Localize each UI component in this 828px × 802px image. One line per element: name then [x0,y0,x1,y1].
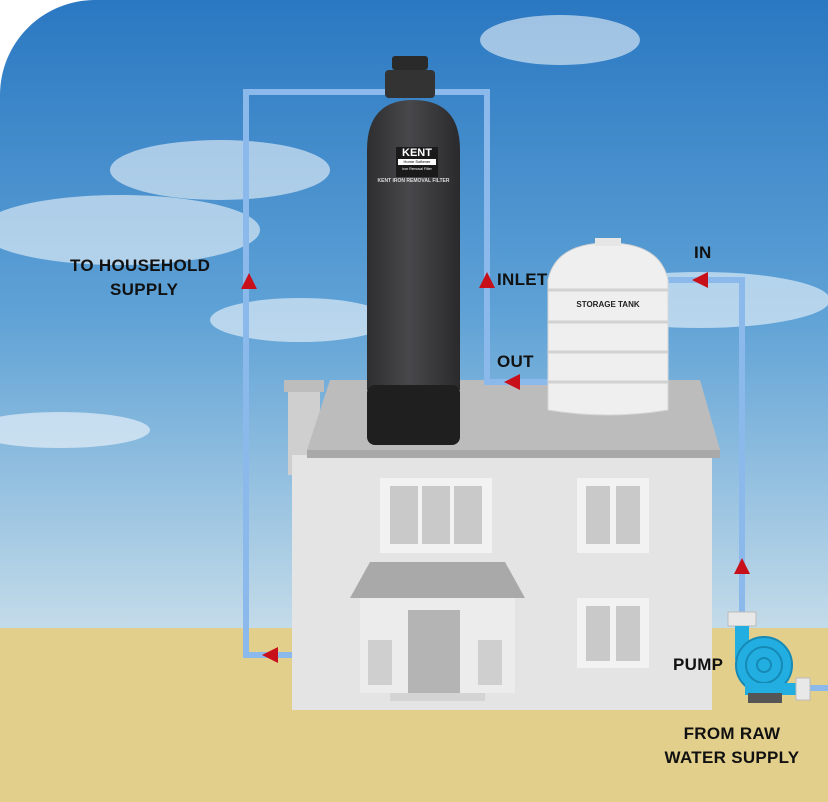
arrow-left-icon [262,647,278,663]
storage-tank [547,238,669,416]
label-to-household-supply: TO HOUSEHOLD SUPPLY [70,254,210,302]
filter-subtitle: Iron Removal Filter [402,167,432,171]
label-inlet: INLET [497,270,548,289]
house [284,380,720,710]
filter-brand-label: KENT Home Softener Iron Removal Filter [396,147,438,173]
brand-logo: KENT [402,147,432,159]
arrow-up-icon [479,272,495,288]
door [408,610,460,693]
storage-tank-label: STORAGE TANK [576,300,640,309]
filter-name: KENT IRON REMOVAL FILTER [377,178,450,184]
arrow-left-icon [692,272,708,288]
label-line: TO HOUSEHOLD [70,256,211,275]
label-raw-water-supply: FROM RAW WATER SUPPLY [662,722,802,770]
pump [727,611,811,703]
label-in: IN [694,243,712,262]
label-out: OUT [497,352,534,371]
label-line: FROM RAW [683,724,781,743]
flow-arrows [241,272,750,663]
label-line: SUPPLY [110,280,179,299]
label-line: WATER SUPPLY [664,748,800,767]
arrow-left-icon [504,374,520,390]
arrow-up-icon [734,558,750,574]
filter-subtitle: Home Softener [398,159,436,165]
arrow-up-icon [241,273,257,289]
label-pump: PUMP [673,655,724,674]
iron-removal-filter [367,56,460,445]
